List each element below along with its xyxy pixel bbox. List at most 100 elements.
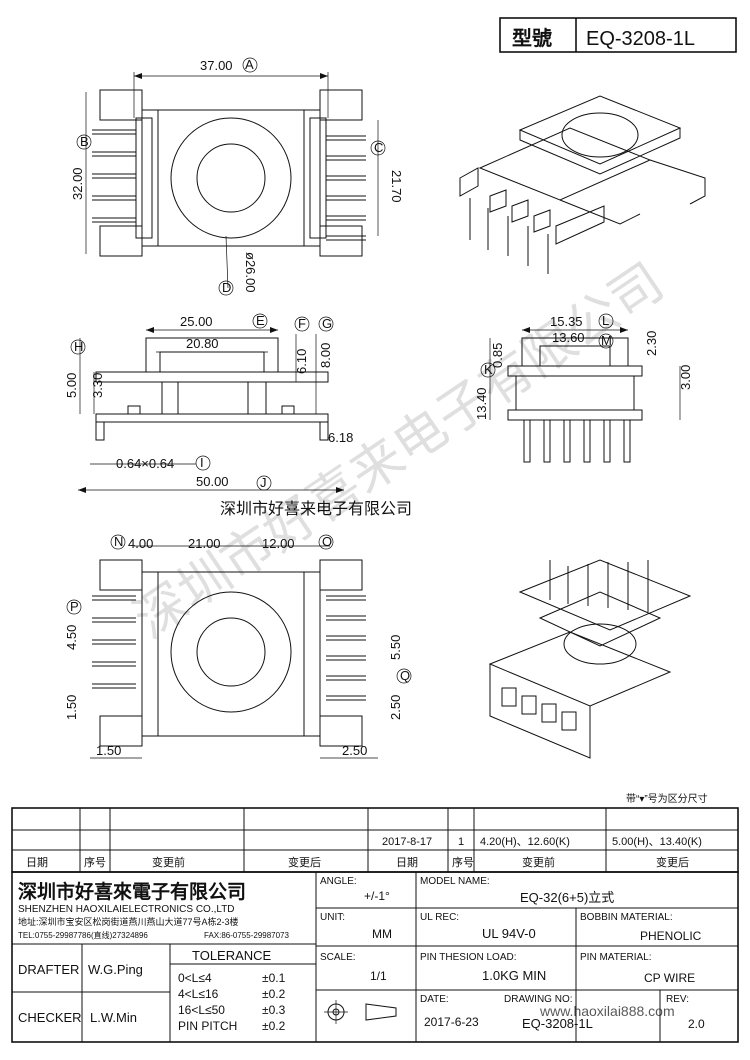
dim-150: 1.50	[64, 695, 79, 720]
scale-value: 1/1	[370, 969, 387, 983]
pin-load-value: 1.0KG MIN	[482, 968, 546, 983]
top-view: 37.00 A 3	[70, 57, 404, 296]
dim-50: 50.00	[196, 474, 229, 489]
tag-e: E	[256, 313, 265, 328]
tag-g: G	[322, 316, 332, 331]
watermark: 深圳市好喜来电子有限公司 深圳市好喜来电子有限公司	[124, 252, 675, 651]
hdr-before-l: 变更前	[152, 855, 185, 869]
title-block: 深圳市好喜來電子有限公司 SHENZHEN HAOXILAIELECTRONIC…	[11, 871, 739, 1043]
dim-25: 25.00	[180, 314, 213, 329]
tol3-value: ±0.3	[262, 1003, 286, 1017]
rev-after: 5.00(H)、13.40(K)	[612, 836, 702, 848]
tol2-range: 4<L≤16	[178, 987, 219, 1001]
projection-symbol	[324, 1000, 397, 1024]
center-watermark-text: 深圳市好喜来电子有限公司	[220, 500, 412, 518]
hdr-no-l: 序号	[84, 855, 106, 869]
isometric-view-top	[459, 95, 706, 274]
dim-1535: 15.35	[550, 314, 583, 329]
dim-32: 32.00	[70, 167, 85, 200]
dim-085: 0.85	[490, 343, 505, 368]
web-watermark: www.haoxilai888.com	[539, 1003, 675, 1019]
dim-250: 2.50	[388, 695, 403, 720]
note-text: 带“▾”号为区分尺寸	[626, 792, 708, 805]
company-address: 地址:深圳市宝安区松岗街道燕川燕山大道77号A栋2-3楼	[18, 916, 239, 927]
dim-330: 3.30	[90, 373, 105, 398]
date-label: DATE:	[420, 994, 449, 1005]
hdr-date-l: 日期	[26, 856, 48, 869]
date-value: 2017-6-23	[424, 1015, 479, 1029]
side-view: 15.35 L 13.60 M 0.85 2.30 13.40 K 3.00	[474, 313, 693, 463]
hdr-after-l: 变更后	[288, 855, 321, 869]
ul-value: UL 94V-0	[482, 926, 536, 941]
dim-2080: 20.80	[186, 336, 219, 351]
tag-q: Q	[400, 668, 410, 683]
tag-j: J	[260, 475, 267, 490]
front-view: 25.00 E 20.80 6.10 F 8.00 G 5.00 H 3.30 …	[64, 313, 353, 493]
tag-p: P	[70, 599, 79, 614]
tol1-value: ±0.1	[262, 971, 286, 985]
checker-label: CHECKER	[18, 1010, 82, 1025]
angle-value: +/-1°	[364, 889, 390, 903]
tag-c: C	[374, 140, 383, 155]
ul-label: UL REC:	[420, 912, 459, 923]
tag-f: F	[298, 316, 306, 331]
drawing-no-label: DRAWING NO:	[504, 994, 573, 1005]
rev-label: REV:	[666, 994, 689, 1005]
tag-n: N	[114, 534, 123, 549]
dim-250b: 2.50	[342, 743, 367, 758]
tag-i: I	[200, 455, 204, 470]
model-name-value: EQ-32(6+5)立式	[520, 890, 614, 905]
tag-a: A	[245, 57, 254, 72]
angle-label: ANGLE:	[320, 876, 357, 887]
tol3-range: 16<L≤50	[178, 1003, 225, 1017]
dim-550: 5.50	[388, 635, 403, 660]
tag-m: M	[601, 333, 612, 348]
revision-table: 2017-8-17 1 4.20(H)、12.60(K) 5.00(H)、13.…	[11, 807, 739, 873]
model-header-box: 型號 EQ-3208-1L	[499, 17, 737, 53]
rev-no: 1	[458, 836, 464, 848]
dim-400: 4.00	[128, 536, 153, 551]
pin-load-label: PIN THESION LOAD:	[420, 952, 517, 963]
dim-150b: 1.50	[96, 743, 121, 758]
dim-500: 5.00	[64, 373, 79, 398]
dim-800: 8.00	[318, 343, 333, 368]
diagonal-watermark: 深圳市好喜来电子有限公司	[124, 252, 675, 651]
isometric-view-bottom	[488, 559, 692, 759]
tag-k: K	[484, 362, 493, 377]
dim-450: 4.50	[64, 625, 79, 650]
dim-pin-size: 0.64×0.64	[116, 456, 174, 471]
dim-300: 3.00	[678, 365, 693, 390]
dim-1200: 12.00	[262, 536, 295, 551]
pin-mat-value: CP WIRE	[644, 971, 695, 985]
model-header-value: EQ-3208-1L	[586, 28, 695, 50]
hdr-after-r: 变更后	[656, 855, 689, 869]
drafter-label: DRAFTER	[18, 962, 79, 977]
tag-o: O	[322, 534, 332, 549]
scale-label: SCALE:	[320, 952, 356, 963]
company-name-cn: 深圳市好喜來電子有限公司	[18, 880, 246, 903]
bottom-view: N 4.00 21.00 12.00 O 4.50 P 5	[64, 534, 412, 759]
tol2-value: ±0.2	[262, 987, 286, 1001]
bobbin-label: BOBBIN MATERIAL:	[580, 912, 673, 923]
unit-label: UNIT:	[320, 912, 345, 923]
tag-h: H	[74, 339, 83, 354]
tol4-value: ±0.2	[262, 1019, 286, 1033]
tol1-range: 0<L≤4	[178, 971, 212, 985]
checker-value: L.W.Min	[90, 1010, 137, 1025]
tag-l: L	[602, 313, 609, 328]
dim-618: 6.18	[328, 430, 353, 445]
bobbin-value: PHENOLIC	[640, 929, 702, 943]
tol4-range: PIN PITCH	[178, 1019, 237, 1033]
dim-610: 6.10	[294, 349, 309, 374]
hdr-no-r: 序号	[452, 855, 474, 869]
hdr-date-r: 日期	[396, 856, 418, 869]
dim-37: 37.00	[200, 58, 233, 73]
unit-value: MM	[372, 927, 392, 941]
model-name-label: MODEL NAME:	[420, 876, 490, 887]
drawing-no-value: EQ-3208-1L	[522, 1016, 593, 1031]
company-name-en: SHENZHEN HAOXILAIELECTRONICS CO.,LTD	[18, 904, 235, 915]
dim-dia: ø26.00	[243, 252, 258, 292]
rev-date: 2017-8-17	[382, 836, 432, 848]
hdr-before-r: 变更前	[522, 855, 555, 869]
